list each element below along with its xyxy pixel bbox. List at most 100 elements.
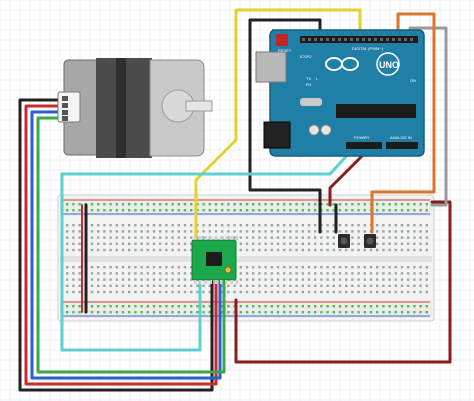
breadboard-hole bbox=[400, 311, 404, 314]
breadboard-hole bbox=[90, 248, 94, 252]
breadboard-hole bbox=[121, 209, 125, 212]
header-pin bbox=[362, 38, 365, 41]
header-pin bbox=[368, 38, 371, 41]
breadboard-hole bbox=[128, 311, 131, 314]
breadboard-hole bbox=[171, 209, 174, 212]
breadboard-hole bbox=[103, 209, 106, 212]
breadboard-hole bbox=[183, 305, 187, 308]
breadboard-hole bbox=[326, 224, 329, 227]
breadboard-hole bbox=[270, 311, 273, 314]
breadboard-hole bbox=[295, 272, 298, 275]
breadboard-hole bbox=[345, 224, 348, 227]
breadboard-hole bbox=[140, 242, 143, 245]
breadboard-hole bbox=[159, 266, 162, 269]
reset-button[interactable] bbox=[276, 34, 288, 46]
breadboard-hole bbox=[134, 236, 137, 239]
breadboard-hole bbox=[400, 242, 404, 245]
breadboard-hole bbox=[171, 236, 174, 239]
breadboard-hole bbox=[165, 272, 168, 275]
wire-darkred-top bbox=[328, 148, 370, 207]
breadboard-hole bbox=[183, 224, 187, 227]
breadboard-hole bbox=[227, 224, 230, 227]
breadboard-hole bbox=[363, 230, 366, 233]
breadboard-hole bbox=[109, 311, 112, 314]
driver-pin bbox=[235, 280, 239, 284]
driver-pin bbox=[204, 280, 207, 284]
breadboard-hole bbox=[239, 224, 242, 227]
breadboard-hole bbox=[97, 230, 100, 233]
breadboard-hole bbox=[171, 242, 174, 245]
breadboard-hole bbox=[97, 305, 100, 308]
breadboard-hole bbox=[295, 305, 298, 308]
motor-connector-pin bbox=[62, 103, 68, 108]
breadboard-hole bbox=[239, 311, 242, 314]
breadboard-hole bbox=[252, 266, 255, 269]
breadboard-hole bbox=[245, 242, 249, 245]
breadboard-hole bbox=[326, 266, 329, 269]
driver-pin bbox=[194, 236, 197, 240]
driver-potentiometer bbox=[224, 266, 232, 274]
breadboard-hole bbox=[134, 290, 137, 294]
breadboard-hole bbox=[326, 230, 329, 233]
label-l: L bbox=[316, 76, 319, 81]
breadboard-hole bbox=[394, 224, 397, 227]
breadboard-hole bbox=[177, 305, 180, 308]
breadboard-hole bbox=[357, 305, 360, 308]
breadboard-hole bbox=[345, 278, 348, 281]
breadboard-hole bbox=[301, 224, 304, 227]
breadboard-hole bbox=[128, 305, 131, 308]
breadboard-hole bbox=[363, 203, 366, 206]
breadboard-hole bbox=[394, 266, 397, 269]
breadboard-hole bbox=[276, 266, 280, 269]
breadboard-hole bbox=[413, 209, 416, 212]
breadboard-hole bbox=[314, 305, 317, 308]
breadboard-hole bbox=[221, 224, 224, 227]
breadboard-hole bbox=[183, 209, 187, 212]
breadboard-hole bbox=[72, 224, 75, 227]
breadboard-hole bbox=[276, 203, 280, 206]
breadboard-hole bbox=[109, 230, 112, 233]
breadboard-hole bbox=[72, 266, 75, 269]
breadboard-hole bbox=[109, 203, 112, 206]
breadboard-hole bbox=[134, 224, 137, 227]
breadboard-hole bbox=[326, 272, 329, 275]
breadboard-hole bbox=[332, 203, 335, 206]
breadboard-hole bbox=[351, 278, 354, 281]
breadboard-hole bbox=[382, 284, 385, 287]
breadboard-hole bbox=[66, 311, 69, 314]
arduino-uno: RESET ICSP2 DIGITAL (PWM~) UNO TX RX L O… bbox=[255, 29, 425, 157]
capacitor-left bbox=[308, 124, 320, 136]
breadboard-hole bbox=[301, 266, 304, 269]
breadboard-hole bbox=[425, 278, 428, 281]
driver-pin bbox=[230, 236, 233, 240]
breadboard-hole bbox=[289, 305, 292, 308]
breadboard-hole bbox=[413, 311, 416, 314]
breadboard-hole bbox=[233, 290, 236, 294]
breadboard-hole bbox=[345, 272, 348, 275]
breadboard-hole bbox=[128, 290, 131, 294]
breadboard-hole bbox=[97, 284, 100, 287]
breadboard-hole bbox=[357, 230, 360, 233]
breadboard-hole bbox=[171, 224, 174, 227]
breadboard-hole bbox=[320, 266, 323, 269]
breadboard-hole bbox=[152, 203, 156, 206]
breadboard-hole bbox=[382, 242, 385, 245]
breadboard-hole bbox=[159, 272, 162, 275]
breadboard-hole bbox=[413, 266, 416, 269]
breadboard-hole bbox=[109, 248, 112, 252]
breadboard-hole bbox=[177, 278, 180, 281]
breadboard-hole bbox=[171, 203, 174, 206]
breadboard-hole bbox=[388, 311, 391, 314]
breadboard-hole bbox=[78, 266, 81, 269]
breadboard-hole bbox=[283, 311, 286, 314]
breadboard-hole bbox=[320, 242, 323, 245]
breadboard-hole bbox=[338, 290, 342, 294]
breadboard-hole bbox=[314, 284, 317, 287]
breadboard-hole bbox=[90, 290, 94, 294]
digital-header-pins bbox=[302, 38, 413, 41]
breadboard-hole bbox=[295, 230, 298, 233]
breadboard-hole bbox=[382, 236, 385, 239]
breadboard-hole bbox=[270, 284, 273, 287]
breadboard-hole bbox=[165, 290, 168, 294]
breadboard-hole bbox=[177, 242, 180, 245]
